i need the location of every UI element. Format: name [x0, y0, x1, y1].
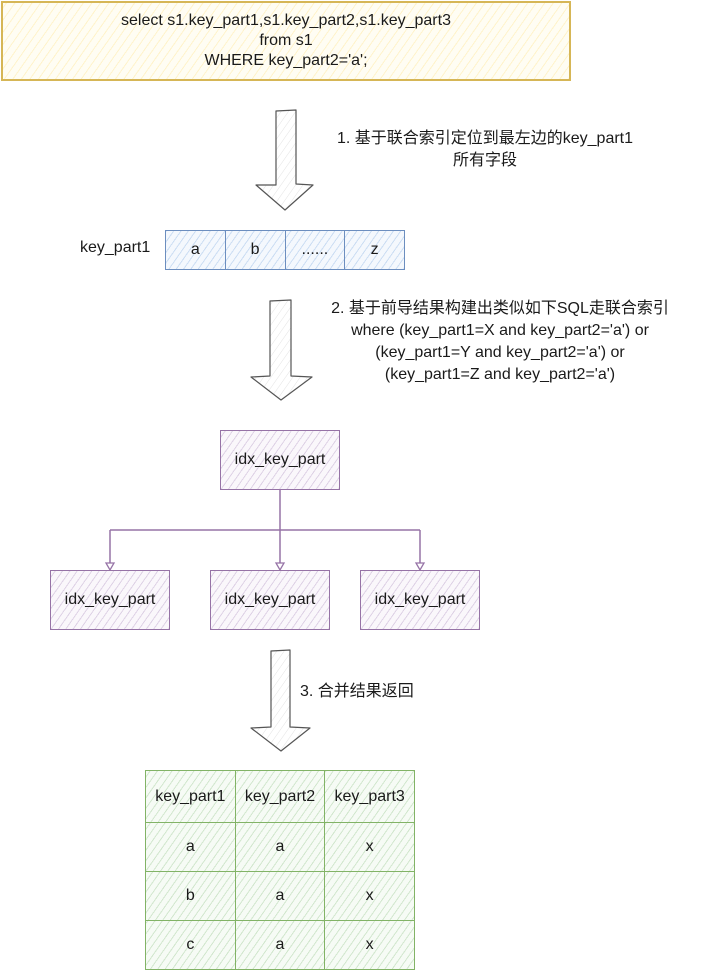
key-part-row-label: key_part1 — [80, 239, 151, 256]
key-part-cell: a — [166, 231, 226, 269]
column-header: key_part2 — [234, 770, 326, 823]
table-cell: x — [324, 920, 415, 970]
table-cell: b — [145, 871, 236, 921]
tree-connectors — [109, 490, 421, 566]
key-part-cell: ...... — [286, 231, 346, 269]
key-part-cell: b — [226, 231, 286, 269]
arrowhead-left — [104, 562, 116, 572]
arrowhead-right — [414, 562, 426, 572]
table-cell: a — [234, 871, 326, 921]
step-1-text: 1. 基于联合索引定位到最左边的key_part1 所有字段 — [300, 128, 670, 172]
table-cell: a — [234, 822, 326, 872]
step-2-line-1: 2. 基于前导结果构建出类似如下SQL走联合索引 — [331, 300, 669, 317]
table-cell: a — [145, 822, 236, 872]
table-header-row: key_part1 key_part2 key_part3 — [145, 770, 415, 823]
index-root-node: idx_key_part — [220, 430, 340, 490]
column-header: key_part1 — [145, 770, 236, 823]
down-arrow-step-1 — [255, 109, 314, 211]
table-cell: x — [324, 871, 415, 921]
step-2-text: 2. 基于前导结果构建出类似如下SQL走联合索引 where (key_part… — [300, 298, 700, 386]
step-2-line-4: (key_part1=Z and key_part2='a') — [384, 366, 616, 383]
table-cell: a — [234, 920, 326, 970]
sql-query-box: select s1.key_part1,s1.key_part2,s1.key_… — [1, 1, 571, 81]
key-part-cell: z — [370, 241, 379, 258]
index-child-node: idx_key_part — [360, 570, 480, 630]
key-part-row: a b ...... z — [165, 230, 405, 270]
tree-arrowheads — [104, 562, 426, 572]
sql-line-1: select s1.key_part1,s1.key_part2,s1.key_… — [121, 12, 451, 29]
index-child-node: idx_key_part — [210, 570, 330, 630]
step-2-line-2: where (key_part1=X and key_part2='a') or — [351, 322, 649, 339]
arrowhead-center — [274, 562, 286, 572]
table-cell: c — [145, 920, 236, 970]
down-arrow-step-2 — [250, 299, 313, 401]
step-3-text: 3. 合并结果返回 — [300, 683, 414, 700]
step-1-line-1: 1. 基于联合索引定位到最左边的key_part1 — [336, 130, 634, 147]
down-arrow-step-3 — [250, 649, 311, 752]
table-row: a a x — [145, 822, 415, 872]
sql-line-3: WHERE key_part2='a'; — [204, 52, 368, 69]
sql-line-2: from s1 — [259, 32, 313, 49]
table-row: b a x — [145, 871, 415, 921]
step-2-line-3: (key_part1=Y and key_part2='a') or — [375, 344, 625, 361]
result-table: key_part1 key_part2 key_part3 a a x b a … — [145, 770, 415, 970]
column-header: key_part3 — [324, 770, 415, 823]
table-row: c a x — [145, 920, 415, 970]
step-1-line-2: 所有字段 — [452, 152, 517, 169]
index-child-node: idx_key_part — [50, 570, 170, 630]
table-cell: x — [324, 822, 415, 872]
